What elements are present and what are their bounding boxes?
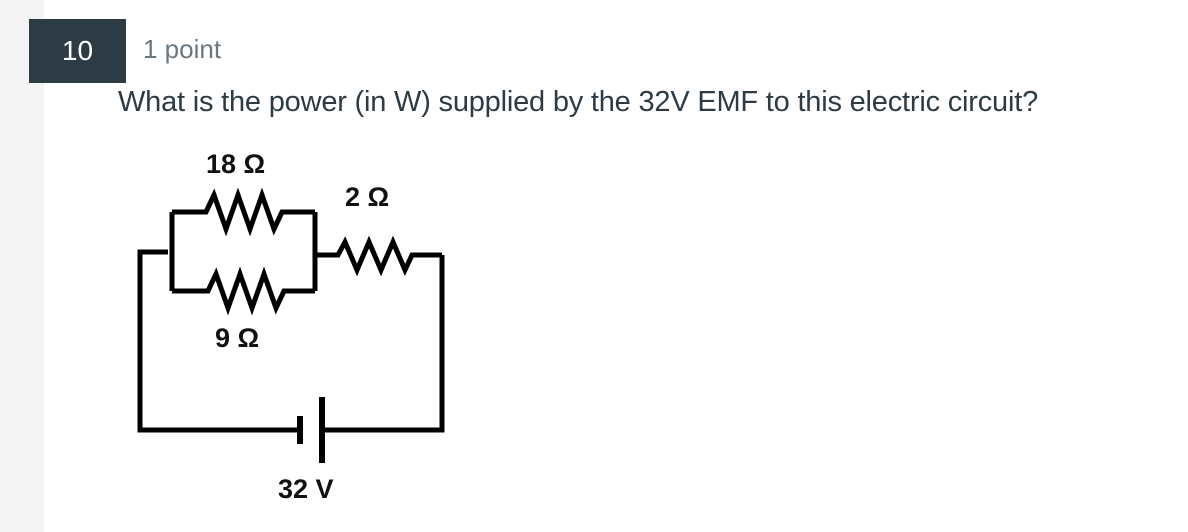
label-battery-voltage: 32 V xyxy=(278,474,334,504)
resistor-9-ohm xyxy=(172,266,315,316)
left-margin-strip xyxy=(0,0,44,532)
label-18-ohm: 18 Ω xyxy=(206,149,266,179)
wire-right xyxy=(324,255,445,433)
question-number: 10 xyxy=(61,35,94,66)
question-points: 1 point xyxy=(143,34,222,64)
question-number-badge: 10 xyxy=(29,19,126,83)
label-2-ohm: 2 Ω xyxy=(345,182,390,212)
resistor-18-ohm xyxy=(172,187,315,237)
label-9-ohm: 9 Ω xyxy=(215,323,260,353)
resistor-2-ohm xyxy=(315,235,442,277)
question-text: What is the power (in W) supplied by the… xyxy=(118,86,1038,118)
